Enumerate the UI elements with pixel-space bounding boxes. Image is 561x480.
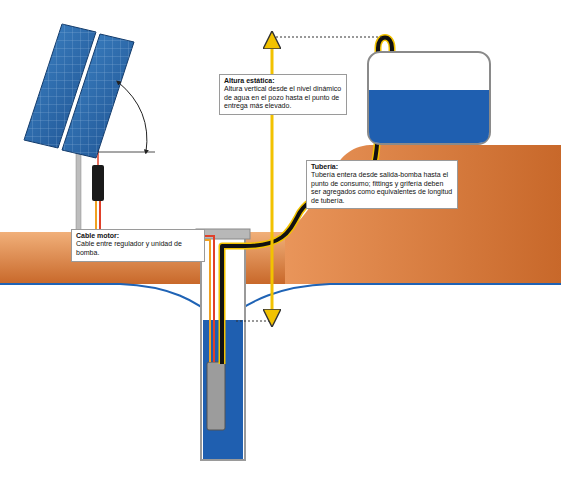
callout-box: Tubería:Tubería entera desde salida-bomb… <box>306 160 458 209</box>
tilt-arc <box>118 82 147 152</box>
dimension-line <box>272 37 384 38</box>
controller <box>92 165 104 201</box>
water-table <box>0 284 561 322</box>
hill <box>285 145 561 284</box>
callout-box: Cable motor:Cable entre regulador y unid… <box>71 229 205 262</box>
solar-panels <box>24 24 134 158</box>
motor-cable <box>100 200 214 362</box>
callout-text: Altura vertical desde el nivel dinámico … <box>224 85 342 110</box>
callout-text: Tubería entera desde salida-bomba hasta … <box>311 171 453 205</box>
callout-heading: Tubería: <box>311 163 453 171</box>
callout-heading: Altura estática: <box>224 77 342 85</box>
tank <box>368 52 490 144</box>
callout-heading: Cable motor: <box>76 232 200 240</box>
tank-water <box>369 90 489 143</box>
pump <box>207 362 225 430</box>
callout-box: Altura estática:Altura vertical desde el… <box>219 74 347 115</box>
callout-text: Cable entre regulador y unidad de bomba. <box>76 240 200 257</box>
